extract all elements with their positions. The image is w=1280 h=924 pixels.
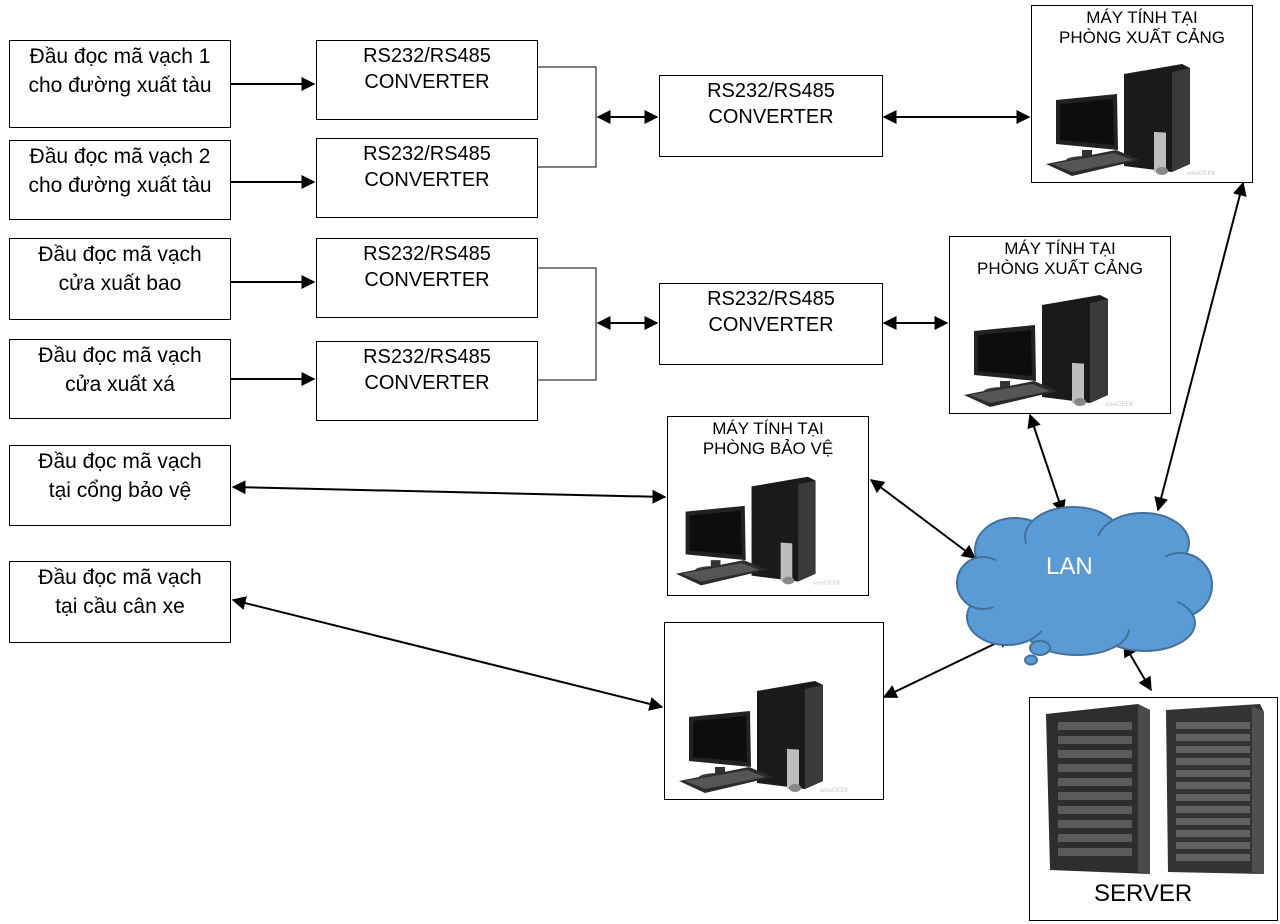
desktop-computer-icon: wiseGEEK	[675, 476, 841, 586]
converter-5-line-2: CONVERTER	[708, 106, 834, 128]
computer-security-title-line-1: MÁY TÍNH TẠI	[712, 419, 824, 438]
arrow-reader5-security-pc	[231, 480, 667, 504]
converter-6-line-1: RS232/RS485	[707, 288, 835, 310]
reader-3-line-2: cửa xuất bao	[58, 272, 182, 295]
lan-cloud-icon	[956, 506, 1213, 666]
server-rack-icon	[1046, 704, 1264, 874]
arrow-top-pc-lan	[1154, 181, 1247, 512]
computer-security-title: MÁY TÍNH TẠI PHÒNG BẢO VỆ	[668, 417, 868, 459]
arrow-weighbridge-pc-lan	[882, 635, 1013, 698]
reader-box-6: Đầu đọc mã vạch tại cầu cân xe	[9, 561, 231, 643]
computer-top-title: MÁY TÍNH TẠI PHÒNG XUẤT CẢNG	[1032, 6, 1252, 48]
computer-weighbridge: wiseGEEK	[664, 622, 884, 800]
reader-6-line-1: Đầu đọc mã vạch	[38, 566, 202, 589]
converter-box-2: RS232/RS485 CONVERTER	[316, 138, 538, 218]
computer-security-room: MÁY TÍNH TẠI PHÒNG BẢO VỆ wiseGEEK	[667, 416, 869, 596]
server-box: SERVER	[1029, 697, 1278, 921]
watermark-text: wiseGEEK	[1186, 171, 1216, 177]
reader-4-line-2: cửa xuất xá	[65, 373, 175, 396]
converter-1-line-2: CONVERTER	[364, 71, 490, 93]
watermark-text: wiseGEEK	[812, 580, 841, 586]
computer-export-port-middle: MÁY TÍNH TẠI PHÒNG XUẤT CẢNG wiseGEEK	[949, 236, 1171, 414]
arrow-security-pc-lan	[869, 479, 977, 559]
converter-3-line-2: CONVERTER	[364, 269, 490, 291]
converter-1-line-1: RS232/RS485	[363, 45, 491, 67]
converter-2-line-1: RS232/RS485	[363, 143, 491, 165]
lan-label: LAN	[1046, 553, 1093, 580]
desktop-computer-icon: wiseGEEK	[964, 295, 1134, 408]
reader-box-2: Đầu đọc mã vạch 2 cho đường xuất tàu	[9, 140, 231, 220]
bracket-middle-group	[538, 267, 597, 381]
converter-3-line-1: RS232/RS485	[363, 243, 491, 265]
reader-box-3: Đầu đọc mã vạch cửa xuất bao	[9, 238, 231, 320]
converter-box-1: RS232/RS485 CONVERTER	[316, 40, 538, 120]
computer-export-port-top: MÁY TÍNH TẠI PHÒNG XUẤT CẢNG wiseGEEK	[1031, 5, 1253, 183]
bracket-top-group	[538, 66, 597, 168]
arrow-lan-server	[1123, 642, 1152, 692]
converter-5-line-1: RS232/RS485	[707, 80, 835, 102]
converter-4-line-1: RS232/RS485	[363, 346, 491, 368]
reader-2-line-2: cho đường xuất tàu	[28, 174, 212, 197]
reader-1-line-2: cho đường xuất tàu	[28, 74, 212, 97]
reader-box-1: Đầu đọc mã vạch 1 cho đường xuất tàu	[9, 40, 231, 128]
reader-2-line-1: Đầu đọc mã vạch 2	[29, 145, 211, 168]
desktop-computer-icon: wiseGEEK	[1046, 64, 1216, 177]
arrow-reader6-weighbridge-pc	[231, 596, 664, 711]
converter-box-3: RS232/RS485 CONVERTER	[316, 238, 538, 318]
converter-box-4: RS232/RS485 CONVERTER	[316, 341, 538, 421]
converter-box-5: RS232/RS485 CONVERTER	[659, 75, 883, 157]
converter-4-line-2: CONVERTER	[364, 372, 490, 394]
reader-5-line-2: tại cổng bảo vệ	[48, 479, 192, 502]
converter-6-line-2: CONVERTER	[708, 314, 834, 336]
reader-6-line-2: tại cầu cân xe	[55, 595, 185, 618]
computer-top-title-line-2: PHÒNG XUẤT CẢNG	[1059, 28, 1225, 47]
arrow-middle-pc-lan	[1027, 413, 1066, 515]
desktop-computer-icon: wiseGEEK	[679, 681, 849, 794]
reader-box-4: Đầu đọc mã vạch cửa xuất xá	[9, 339, 231, 419]
watermark-text: wiseGEEK	[819, 788, 849, 794]
reader-5-line-1: Đầu đọc mã vạch	[38, 450, 202, 473]
converter-box-6: RS232/RS485 CONVERTER	[659, 283, 883, 365]
reader-box-5: Đầu đọc mã vạch tại cổng bảo vệ	[9, 445, 231, 526]
reader-4-line-1: Đầu đọc mã vạch	[38, 344, 202, 367]
reader-1-line-1: Đầu đọc mã vạch 1	[29, 45, 211, 68]
computer-middle-title-line-2: PHÒNG XUẤT CẢNG	[977, 259, 1143, 278]
server-label: SERVER	[1094, 880, 1193, 907]
converter-2-line-2: CONVERTER	[364, 169, 490, 191]
computer-security-title-line-2: PHÒNG BẢO VỆ	[702, 439, 834, 458]
computer-middle-title-line-1: MÁY TÍNH TẠI	[1004, 239, 1116, 258]
reader-3-line-1: Đầu đọc mã vạch	[38, 243, 202, 266]
computer-middle-title: MÁY TÍNH TẠI PHÒNG XUẤT CẢNG	[950, 237, 1170, 279]
computer-top-title-line-1: MÁY TÍNH TẠI	[1086, 8, 1198, 27]
watermark-text: wiseGEEK	[1104, 402, 1134, 408]
